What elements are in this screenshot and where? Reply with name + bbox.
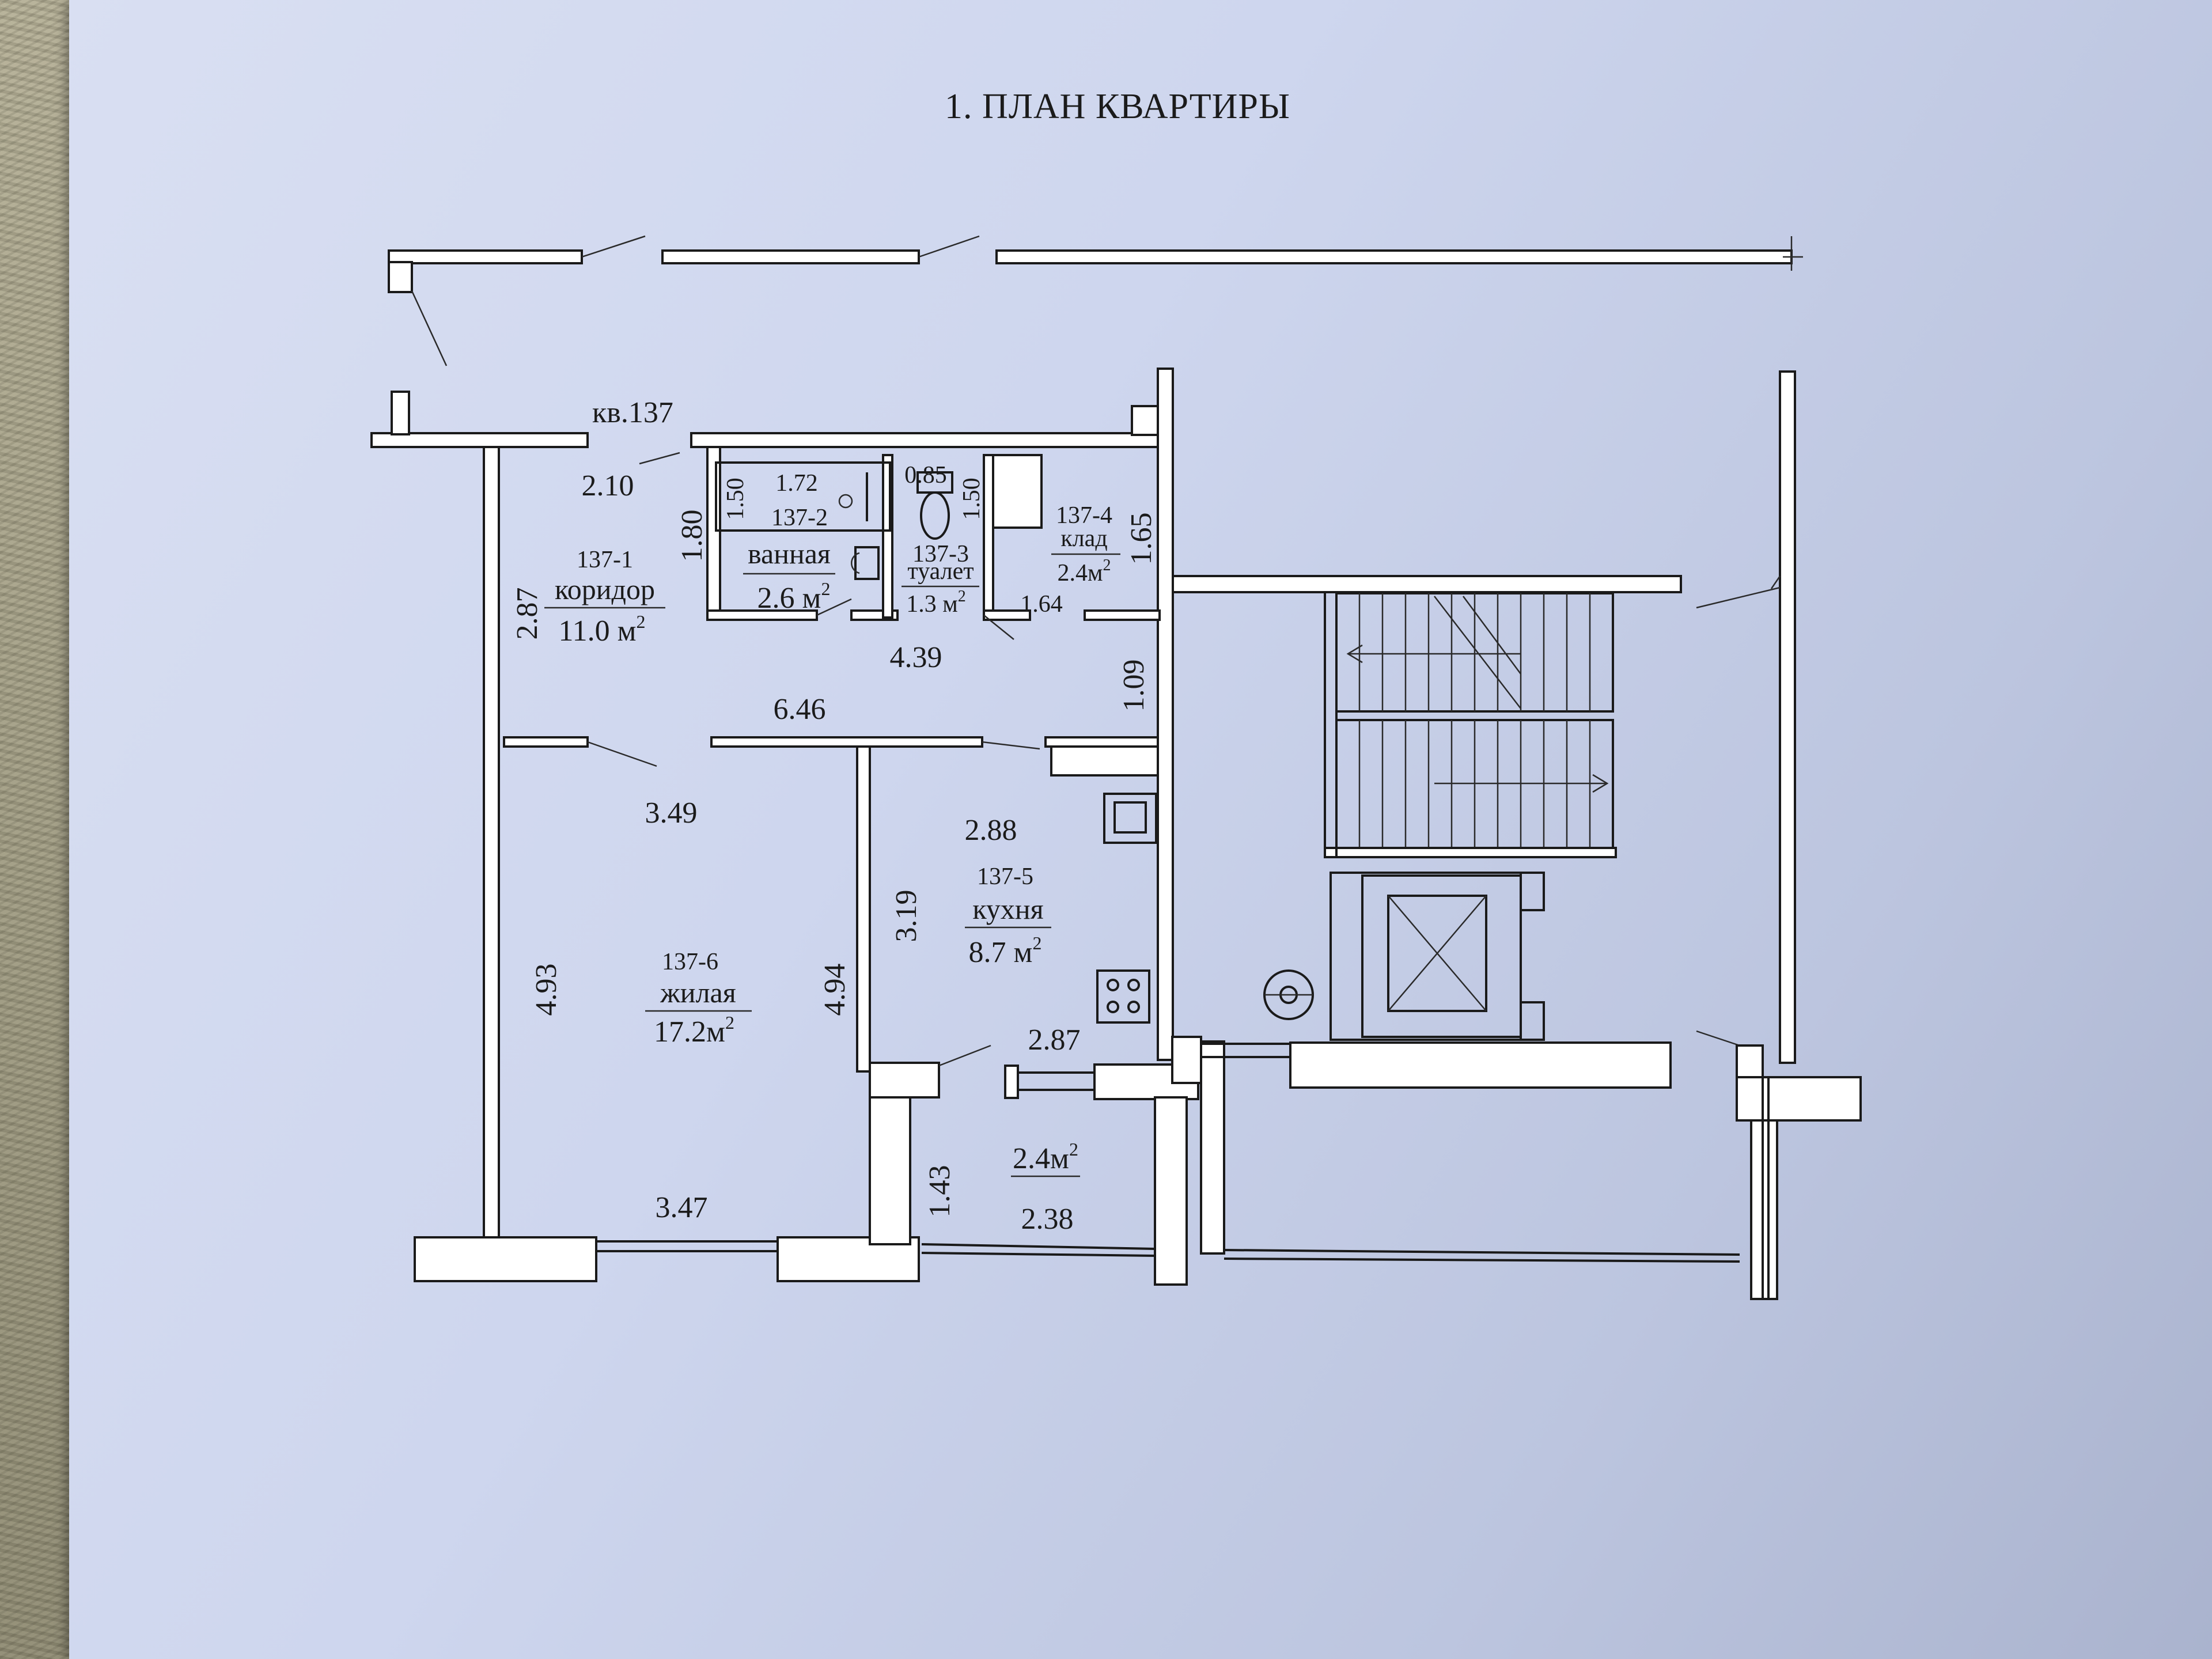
dim-3-49: 3.49 <box>645 797 698 830</box>
dim-4-93: 4.93 <box>530 964 563 1016</box>
dim-0-85: 0.85 <box>904 462 947 488</box>
right-facade <box>1736 1044 1862 1300</box>
kitchen-area: 8.7 м2 <box>969 933 1042 969</box>
apartment-label: кв.137 <box>592 396 673 429</box>
room-balcony: 2.4м2 <box>1011 1139 1080 1177</box>
dim-4-39: 4.39 <box>890 641 942 674</box>
room-toilet: 137-3 туалет 1.3 м2 <box>902 541 979 618</box>
toilet-code: 137-3 <box>912 541 969 567</box>
living-code: 137-6 <box>662 949 718 975</box>
bathroom-code: 137-2 <box>771 505 828 531</box>
paper-sheet <box>69 0 2212 1659</box>
dim-1-43: 1.43 <box>923 1165 956 1218</box>
corridor-code: 137-1 <box>577 547 633 573</box>
dim-3-19: 3.19 <box>890 890 923 942</box>
dim-1-09: 1.09 <box>1118 660 1150 712</box>
bathroom-name: ванная <box>748 537 831 570</box>
dim-2-87-balcony: 2.87 <box>1028 1024 1081 1056</box>
toilet-area: 1.3 м2 <box>906 588 966 618</box>
dim-2-87-corridor: 2.87 <box>511 588 544 640</box>
dim-6-46: 6.46 <box>774 693 826 726</box>
dim-1-65: 1.65 <box>1125 513 1158 565</box>
dim-1-50-bath: 1.50 <box>722 478 749 520</box>
dim-2-10: 2.10 <box>582 469 634 502</box>
storage-name: клад <box>1060 525 1107 552</box>
dim-1-50-wc: 1.50 <box>959 478 985 520</box>
kitchen-code: 137-5 <box>977 863 1033 890</box>
room-bathroom: 137-2 ванная 2.6 м2 <box>743 505 835 615</box>
wet-block <box>706 446 1161 640</box>
toilet-name: туалет <box>907 558 974 585</box>
kitchen-name: кухня <box>972 893 1043 925</box>
living-area: 17.2м2 <box>654 1012 734 1048</box>
dim-2-88: 2.88 <box>965 814 1017 847</box>
corridor-area: 11.0 м2 <box>559 611 646 647</box>
dim-1-64: 1.64 <box>1020 591 1063 618</box>
dimension-labels: 2.10 1.80 2.87 1.72 1.50 0.85 1.50 1.65 … <box>511 462 1158 1236</box>
dim-4-94: 4.94 <box>819 964 851 1016</box>
apartment-walls <box>370 368 1174 1243</box>
dim-1-72: 1.72 <box>775 470 818 497</box>
plan-title: 1. ПЛАН КВАРТИРЫ <box>945 87 1290 126</box>
dim-2-38: 2.38 <box>1021 1203 1074 1236</box>
living-name: жилая <box>660 976 736 1009</box>
balcony-area: 2.4м2 <box>1013 1139 1078 1175</box>
room-kitchen: 137-5 кухня 8.7 м2 <box>965 863 1051 969</box>
upper-facade <box>388 235 1803 366</box>
stair-core <box>1172 370 1796 1064</box>
south-facade <box>414 1036 1740 1286</box>
bathroom-area: 2.6 м2 <box>757 578 831 615</box>
room-storage: 137-4 клад 2.4м2 <box>1051 502 1120 586</box>
dim-3-47: 3.47 <box>656 1191 708 1224</box>
storage-area: 2.4м2 <box>1057 556 1111 586</box>
storage-code: 137-4 <box>1056 502 1112 529</box>
room-living: 137-6 жилая 17.2м2 <box>645 949 752 1048</box>
kitchen-fixtures <box>1096 793 1157 1024</box>
corridor-name: коридор <box>555 573 655 605</box>
dim-1-80: 1.80 <box>676 510 709 562</box>
room-corridor: 137-1 коридор 11.0 м2 <box>544 547 665 647</box>
